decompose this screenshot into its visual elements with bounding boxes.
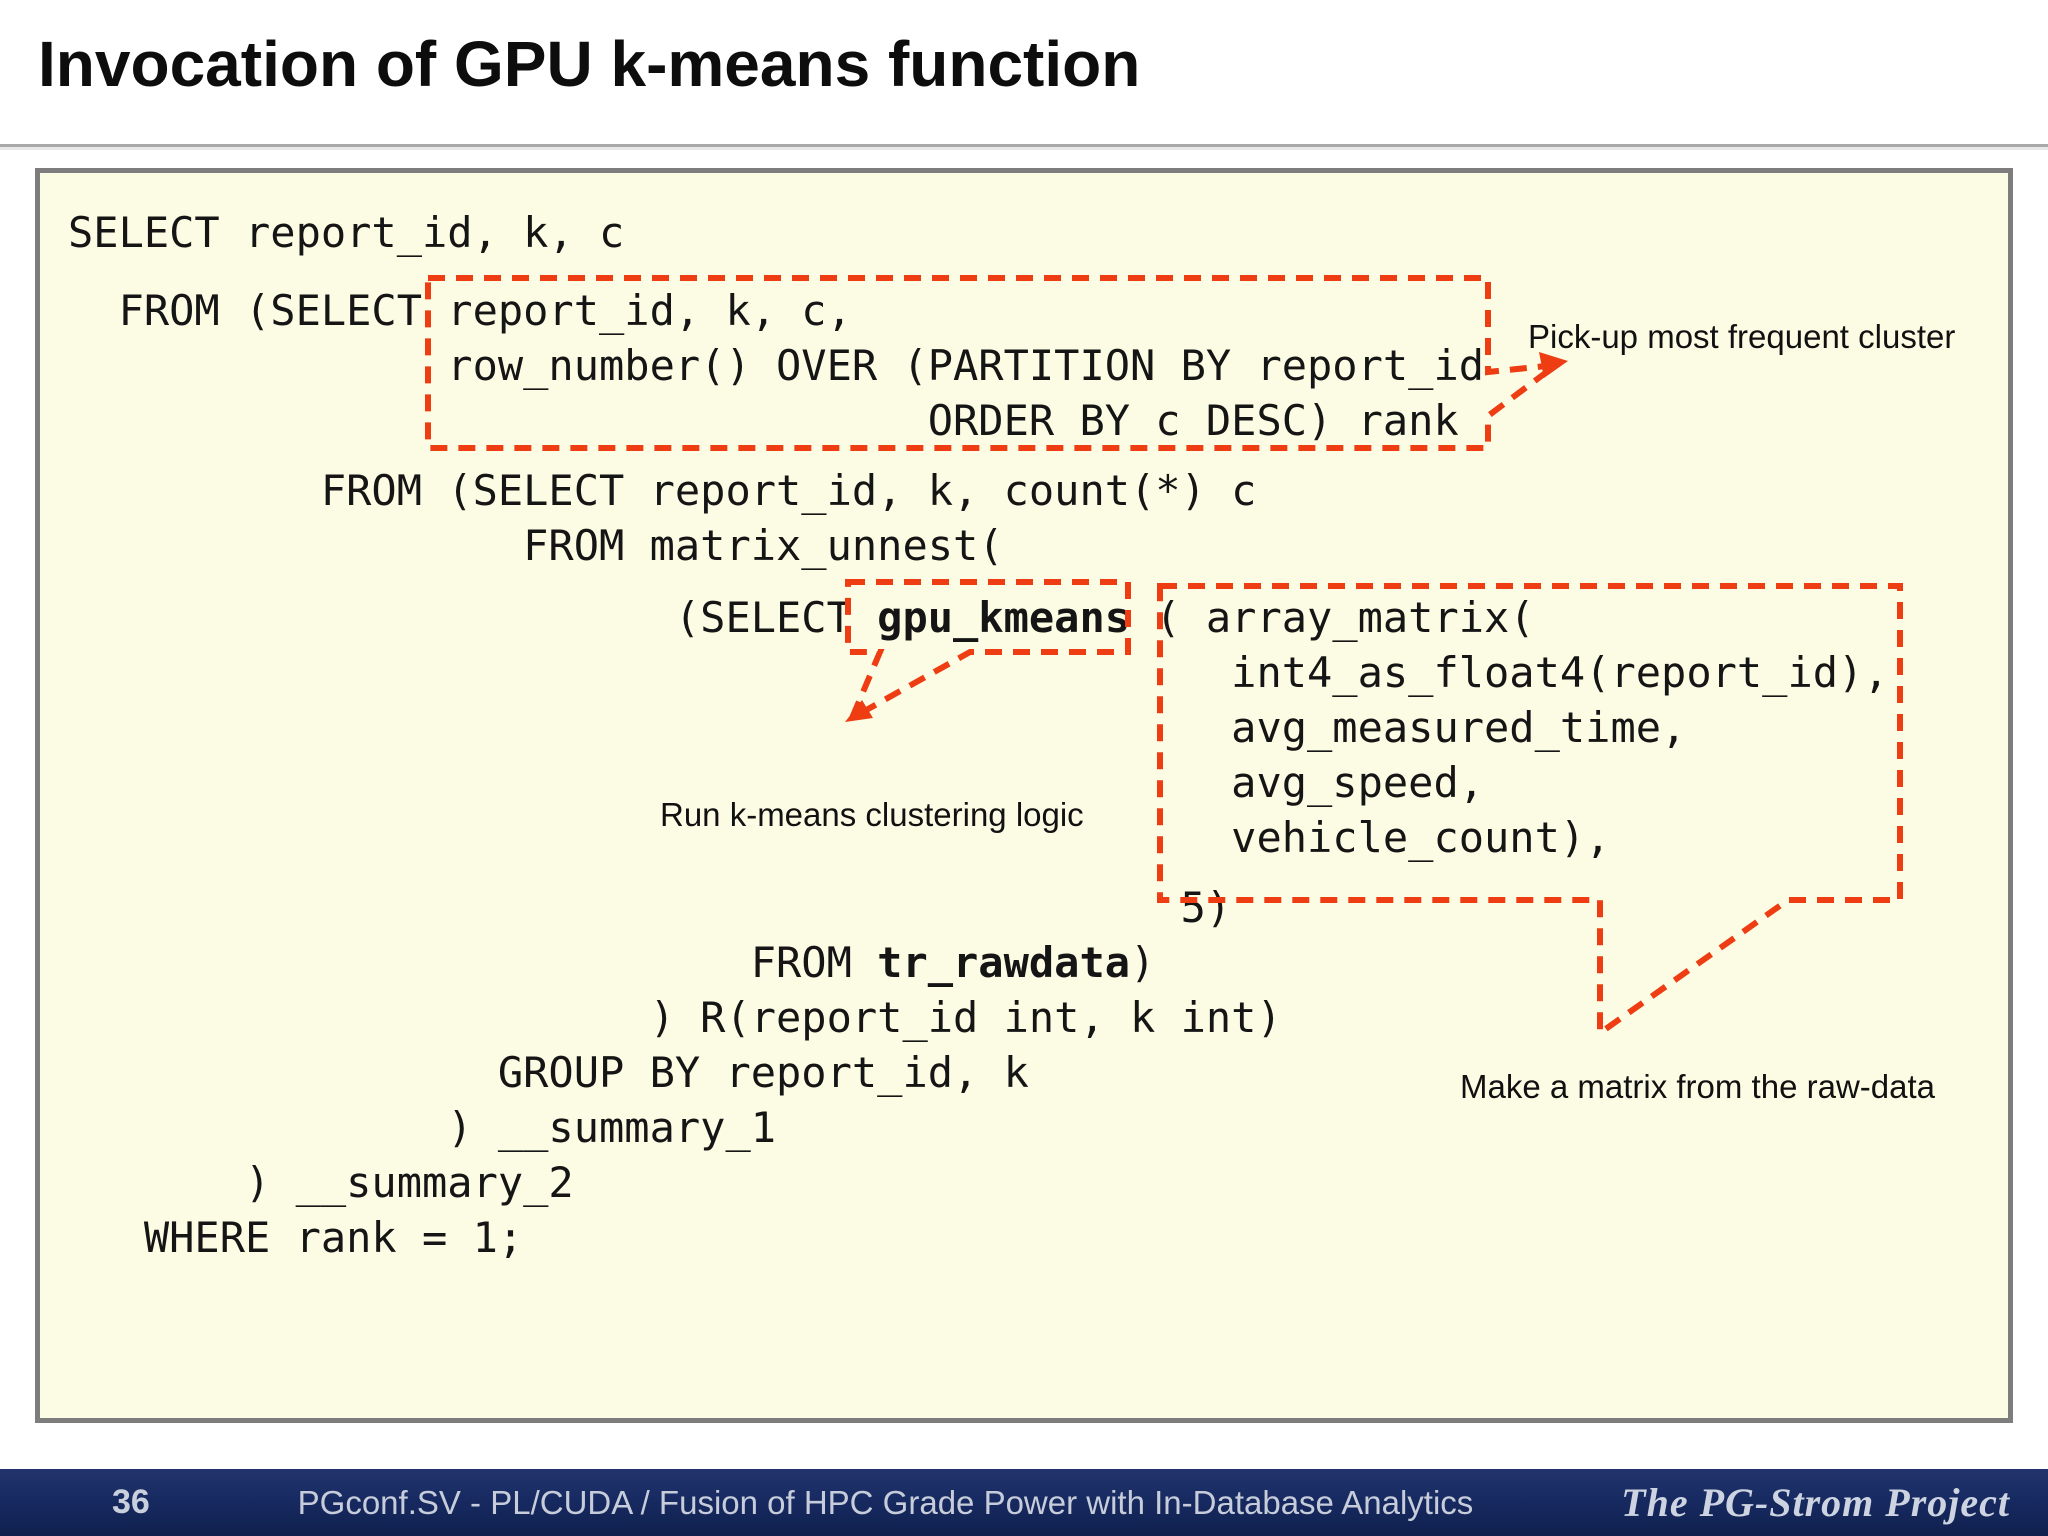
code-line: 5) [68, 883, 1232, 932]
footer-bar: 36 PGconf.SV - PL/CUDA / Fusion of HPC G… [0, 1469, 2048, 1536]
page-title: Invocation of GPU k-means function [38, 28, 1141, 100]
code-line: GROUP BY report_id, k [68, 1048, 1029, 1097]
page-number: 36 [112, 1483, 150, 1521]
tr-rawdata-table-name: tr_rawdata [877, 938, 1131, 987]
code-line: WHERE rank = 1; [68, 1213, 524, 1262]
code-line: FROM tr_rawdata) [68, 938, 1156, 987]
callout-label-make-matrix: Make a matrix from the raw-data [1460, 1068, 1935, 1105]
gpu-kmeans-function-name: gpu_kmeans [877, 593, 1131, 642]
footer-conference-title: PGconf.SV - PL/CUDA / Fusion of HPC Grad… [297, 1483, 1474, 1521]
code-line: (SELECT gpu_kmeans ( array_matrix( [68, 593, 1535, 642]
code-line: FROM (SELECT report_id, k, count(*) c [68, 466, 1257, 515]
callout-label-run-kmeans: Run k-means clustering logic [660, 796, 1084, 833]
code-line: FROM matrix_unnest( [68, 521, 1004, 570]
code-line: avg_measured_time, [68, 703, 1687, 752]
code-line: ) __summary_1 [68, 1103, 777, 1152]
code-line: SELECT report_id, k, c [68, 208, 625, 257]
code-line: int4_as_float4(report_id), [68, 648, 1889, 697]
code-line: ) __summary_2 [68, 1158, 574, 1207]
pg-strom-project-logo: The PG-Strom Project [1621, 1480, 2010, 1525]
code-line: ) R(report_id int, k int) [68, 993, 1282, 1042]
callout-label-pickup: Pick-up most frequent cluster [1528, 318, 1956, 355]
code-line: ORDER BY c DESC) rank [68, 396, 1459, 445]
sql-code-panel: SELECT report_id, k, c FROM (SELECT repo… [35, 168, 2013, 1423]
title-divider [0, 144, 2048, 147]
